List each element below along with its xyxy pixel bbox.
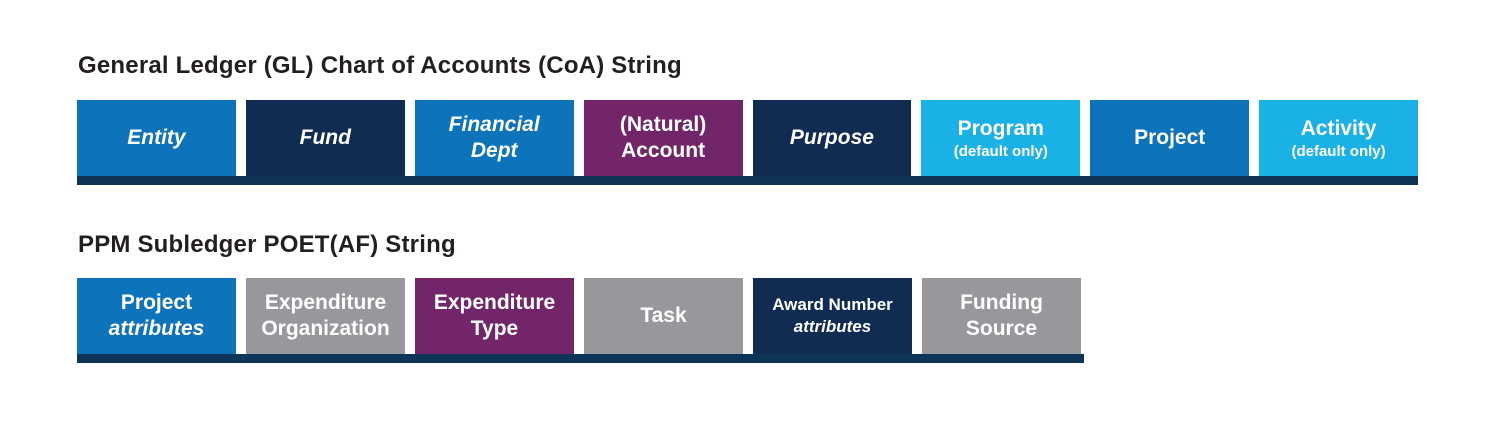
segment-label: Activity xyxy=(1300,116,1377,140)
segment-program-default-only: Program (default only) xyxy=(921,100,1081,176)
segment-purpose: Purpose xyxy=(752,100,912,176)
segment-label: Source xyxy=(965,317,1038,340)
segment-label: Fund xyxy=(299,126,351,149)
segment-label: Type xyxy=(470,317,519,340)
segment-label: Expenditure xyxy=(264,291,387,314)
segment-natural-account: (Natural) Account xyxy=(583,100,743,176)
segment-label: attributes xyxy=(793,317,872,336)
ppm-underline-bar xyxy=(77,354,1084,363)
segment-label: Program xyxy=(957,116,1044,140)
ppm-string-title: PPM Subledger POET(AF) String xyxy=(78,231,456,258)
segment-activity-default-only: Activity (default only) xyxy=(1259,100,1418,176)
segment-label: Purpose xyxy=(789,126,874,149)
segment-task: Task xyxy=(584,278,743,354)
segment-label: Account xyxy=(621,139,706,162)
segment-label: (default only) xyxy=(953,142,1048,160)
gl-underline-bar xyxy=(77,176,1418,185)
segment-label: (Natural) xyxy=(619,113,707,136)
segment-entity: Entity xyxy=(77,100,236,176)
segment-award-number-attributes: Award Number attributes xyxy=(753,278,912,354)
segment-label: Task xyxy=(640,304,687,327)
segment-label: Award Number xyxy=(772,295,893,314)
segment-label: (default only) xyxy=(1291,142,1386,160)
segment-project: Project xyxy=(1090,100,1250,176)
segment-label: Funding xyxy=(960,291,1043,314)
segment-label: Project xyxy=(120,291,193,314)
segment-fund: Fund xyxy=(245,100,405,176)
segment-label: Financial xyxy=(448,113,540,136)
segment-label: Dept xyxy=(470,139,518,162)
segment-label: Expenditure xyxy=(433,291,556,314)
segment-label: Project xyxy=(1134,126,1206,149)
segment-project-attributes: Project attributes xyxy=(77,278,236,354)
segment-label: attributes xyxy=(108,317,205,340)
segment-label: Organization xyxy=(261,317,390,340)
segment-label: Entity xyxy=(127,126,186,149)
gl-string-title: General Ledger (GL) Chart of Accounts (C… xyxy=(78,52,682,79)
